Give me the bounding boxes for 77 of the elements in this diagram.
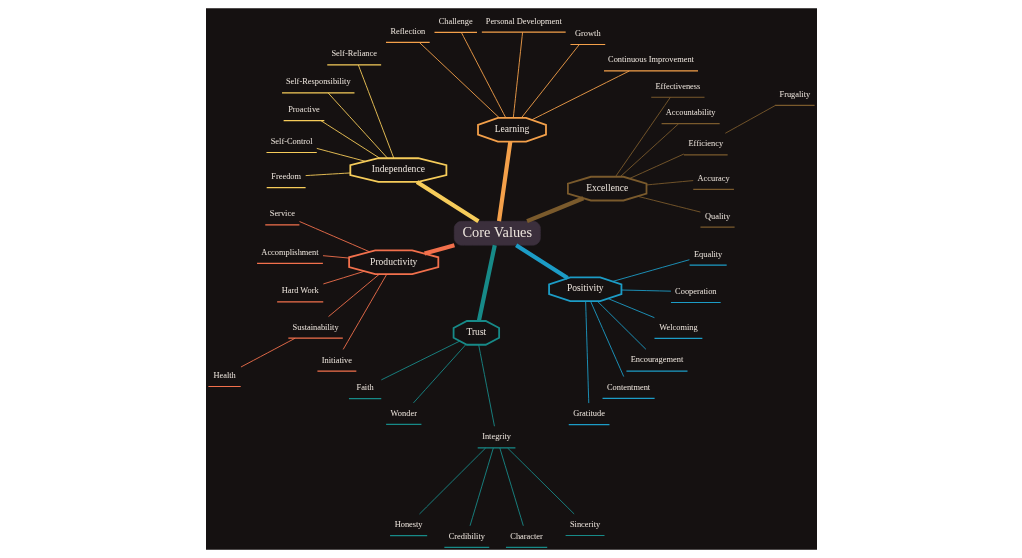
connector <box>620 289 671 292</box>
node-text: Efficiency <box>687 139 723 149</box>
node-text: Character <box>509 531 543 541</box>
node-text: Sustainability <box>292 322 339 332</box>
node-text: Self-Control <box>270 136 313 146</box>
node-text: Integrity <box>481 432 511 442</box>
connector <box>460 32 506 119</box>
node-text: Reflection <box>389 26 425 36</box>
node-text: Faith <box>356 383 374 393</box>
node-text: Cooperation <box>674 286 717 296</box>
node-text: Gratitude <box>572 409 605 419</box>
node-text: Initiative <box>321 355 352 365</box>
connector <box>320 120 380 159</box>
connector <box>525 196 584 224</box>
connector <box>607 298 655 319</box>
connector <box>724 105 776 134</box>
node-text: Quality <box>704 211 730 221</box>
connector <box>512 31 523 119</box>
connector <box>611 259 690 282</box>
connector <box>322 270 365 285</box>
connector <box>498 447 524 527</box>
node-text: Encouragement <box>630 355 683 365</box>
connector <box>520 44 580 119</box>
connector <box>506 447 575 515</box>
connector <box>298 221 370 253</box>
connector <box>315 147 366 162</box>
connector <box>240 337 296 368</box>
connector <box>619 123 679 178</box>
node-text: Health <box>212 370 236 380</box>
connector <box>589 300 624 377</box>
node-text: Accuracy <box>697 173 730 183</box>
node-text: Effectiveness <box>654 81 700 91</box>
node-text: Accomplishment <box>260 247 319 257</box>
connector <box>418 447 486 515</box>
connector <box>418 41 500 119</box>
node-text: Proactive <box>287 105 320 115</box>
connector <box>614 96 671 178</box>
node-text: Accountability <box>665 108 716 118</box>
node-text: Service <box>269 209 295 219</box>
connector <box>476 244 497 322</box>
node-text: Welcoming <box>658 322 698 332</box>
connector <box>477 344 495 427</box>
connector <box>342 273 387 350</box>
connector <box>423 243 455 256</box>
connector <box>327 273 380 318</box>
connector <box>645 180 694 186</box>
connector <box>415 180 480 223</box>
node-text: Growth <box>574 28 601 38</box>
node-text: Freedom <box>270 171 301 181</box>
connector <box>530 70 630 121</box>
node-text: Hard Work <box>281 286 319 296</box>
node-text: Credibility <box>448 531 485 541</box>
connector <box>628 153 684 179</box>
connector <box>380 340 460 381</box>
node-text: Sincerity <box>569 519 600 529</box>
node-text: Self-Reliance <box>330 49 377 59</box>
node-text: Wonder <box>390 408 417 418</box>
node-text: Honesty <box>394 520 423 530</box>
node-text: Continuous Improvement <box>607 55 694 65</box>
node-box: Core Values <box>453 220 541 246</box>
connector <box>496 141 512 222</box>
node-text: Challenge <box>438 16 473 26</box>
node-text: Self-Responsibility <box>285 77 351 87</box>
connector <box>357 64 394 159</box>
connector <box>327 92 388 159</box>
connector <box>412 344 466 404</box>
connector <box>514 243 569 280</box>
connector <box>584 300 589 404</box>
node-text: Equality <box>693 249 722 259</box>
connector <box>596 300 646 350</box>
connector <box>304 172 351 177</box>
connector <box>636 195 701 213</box>
node-text: Frugality <box>778 89 810 99</box>
node-text: Personal Development <box>485 16 562 26</box>
connector <box>469 447 494 527</box>
node-text: Contentment <box>606 382 650 392</box>
connector <box>322 255 350 259</box>
